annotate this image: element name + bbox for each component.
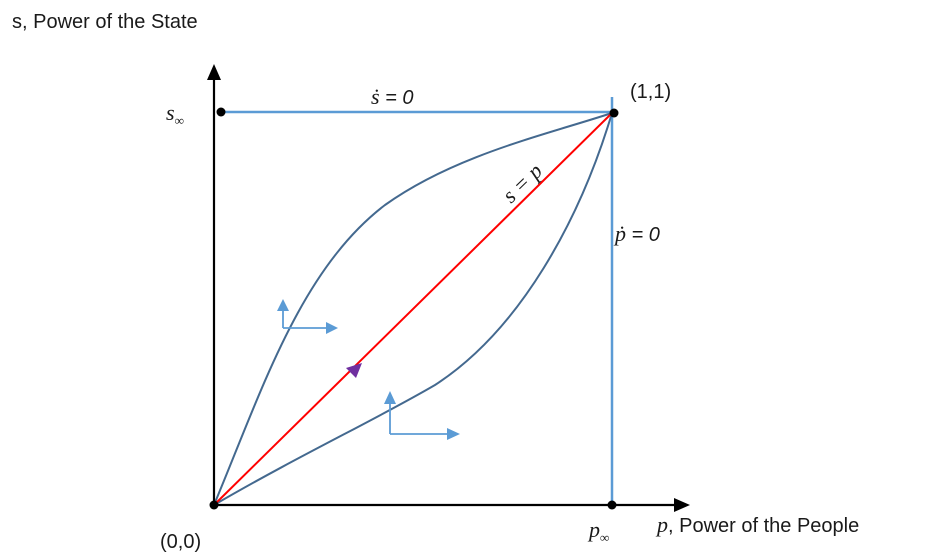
s-dot-var: ṡ [371,84,380,109]
s-infinity-point [216,107,226,117]
flow-arrow-upper-right-icon [326,322,338,334]
lower-trajectory-curve [213,112,613,506]
p-dot-var: ṗ [613,221,626,246]
p-infinity-point [607,500,617,510]
flow-arrow-lower-up-icon [384,391,396,404]
x-axis-label-var: p [655,512,668,537]
p-infinity-var: p [587,517,600,542]
p-dot-eq: = 0 [626,224,660,246]
s-infinity-label: s∞ [166,100,184,128]
diagonal-label: s = p [497,158,547,208]
y-axis-arrow-icon [207,64,221,80]
p-dot-nullcline-label: ṗ = 0 [613,221,660,246]
s-infinity-var: s [166,100,175,125]
s-dot-eq: = 0 [380,87,414,109]
p-infinity-subscript: ∞ [600,530,609,545]
s-infinity-subscript: ∞ [175,113,184,128]
upper-trajectory-curve [213,112,613,506]
flow-arrow-lower [384,391,460,440]
corner-label: (1,1) [630,81,671,103]
flow-arrow-lower-right-icon [447,428,460,440]
diagonal-arrow-icon [346,363,362,378]
corner-point [609,108,619,118]
x-axis-label: p, Power of the People [655,512,859,537]
s-dot-nullcline-label: ṡ = 0 [371,84,413,109]
flow-arrow-upper [277,299,338,334]
y-axis-label: s, Power of the State [12,11,198,33]
x-axis-arrow-icon [674,498,690,512]
x-axis-label-rest: , Power of the People [668,515,859,537]
origin-label: (0,0) [160,531,201,553]
flow-arrow-upper-up-icon [277,299,289,311]
p-infinity-label: p∞ [587,517,609,545]
origin-point [209,500,219,510]
diagonal-line [213,112,613,506]
